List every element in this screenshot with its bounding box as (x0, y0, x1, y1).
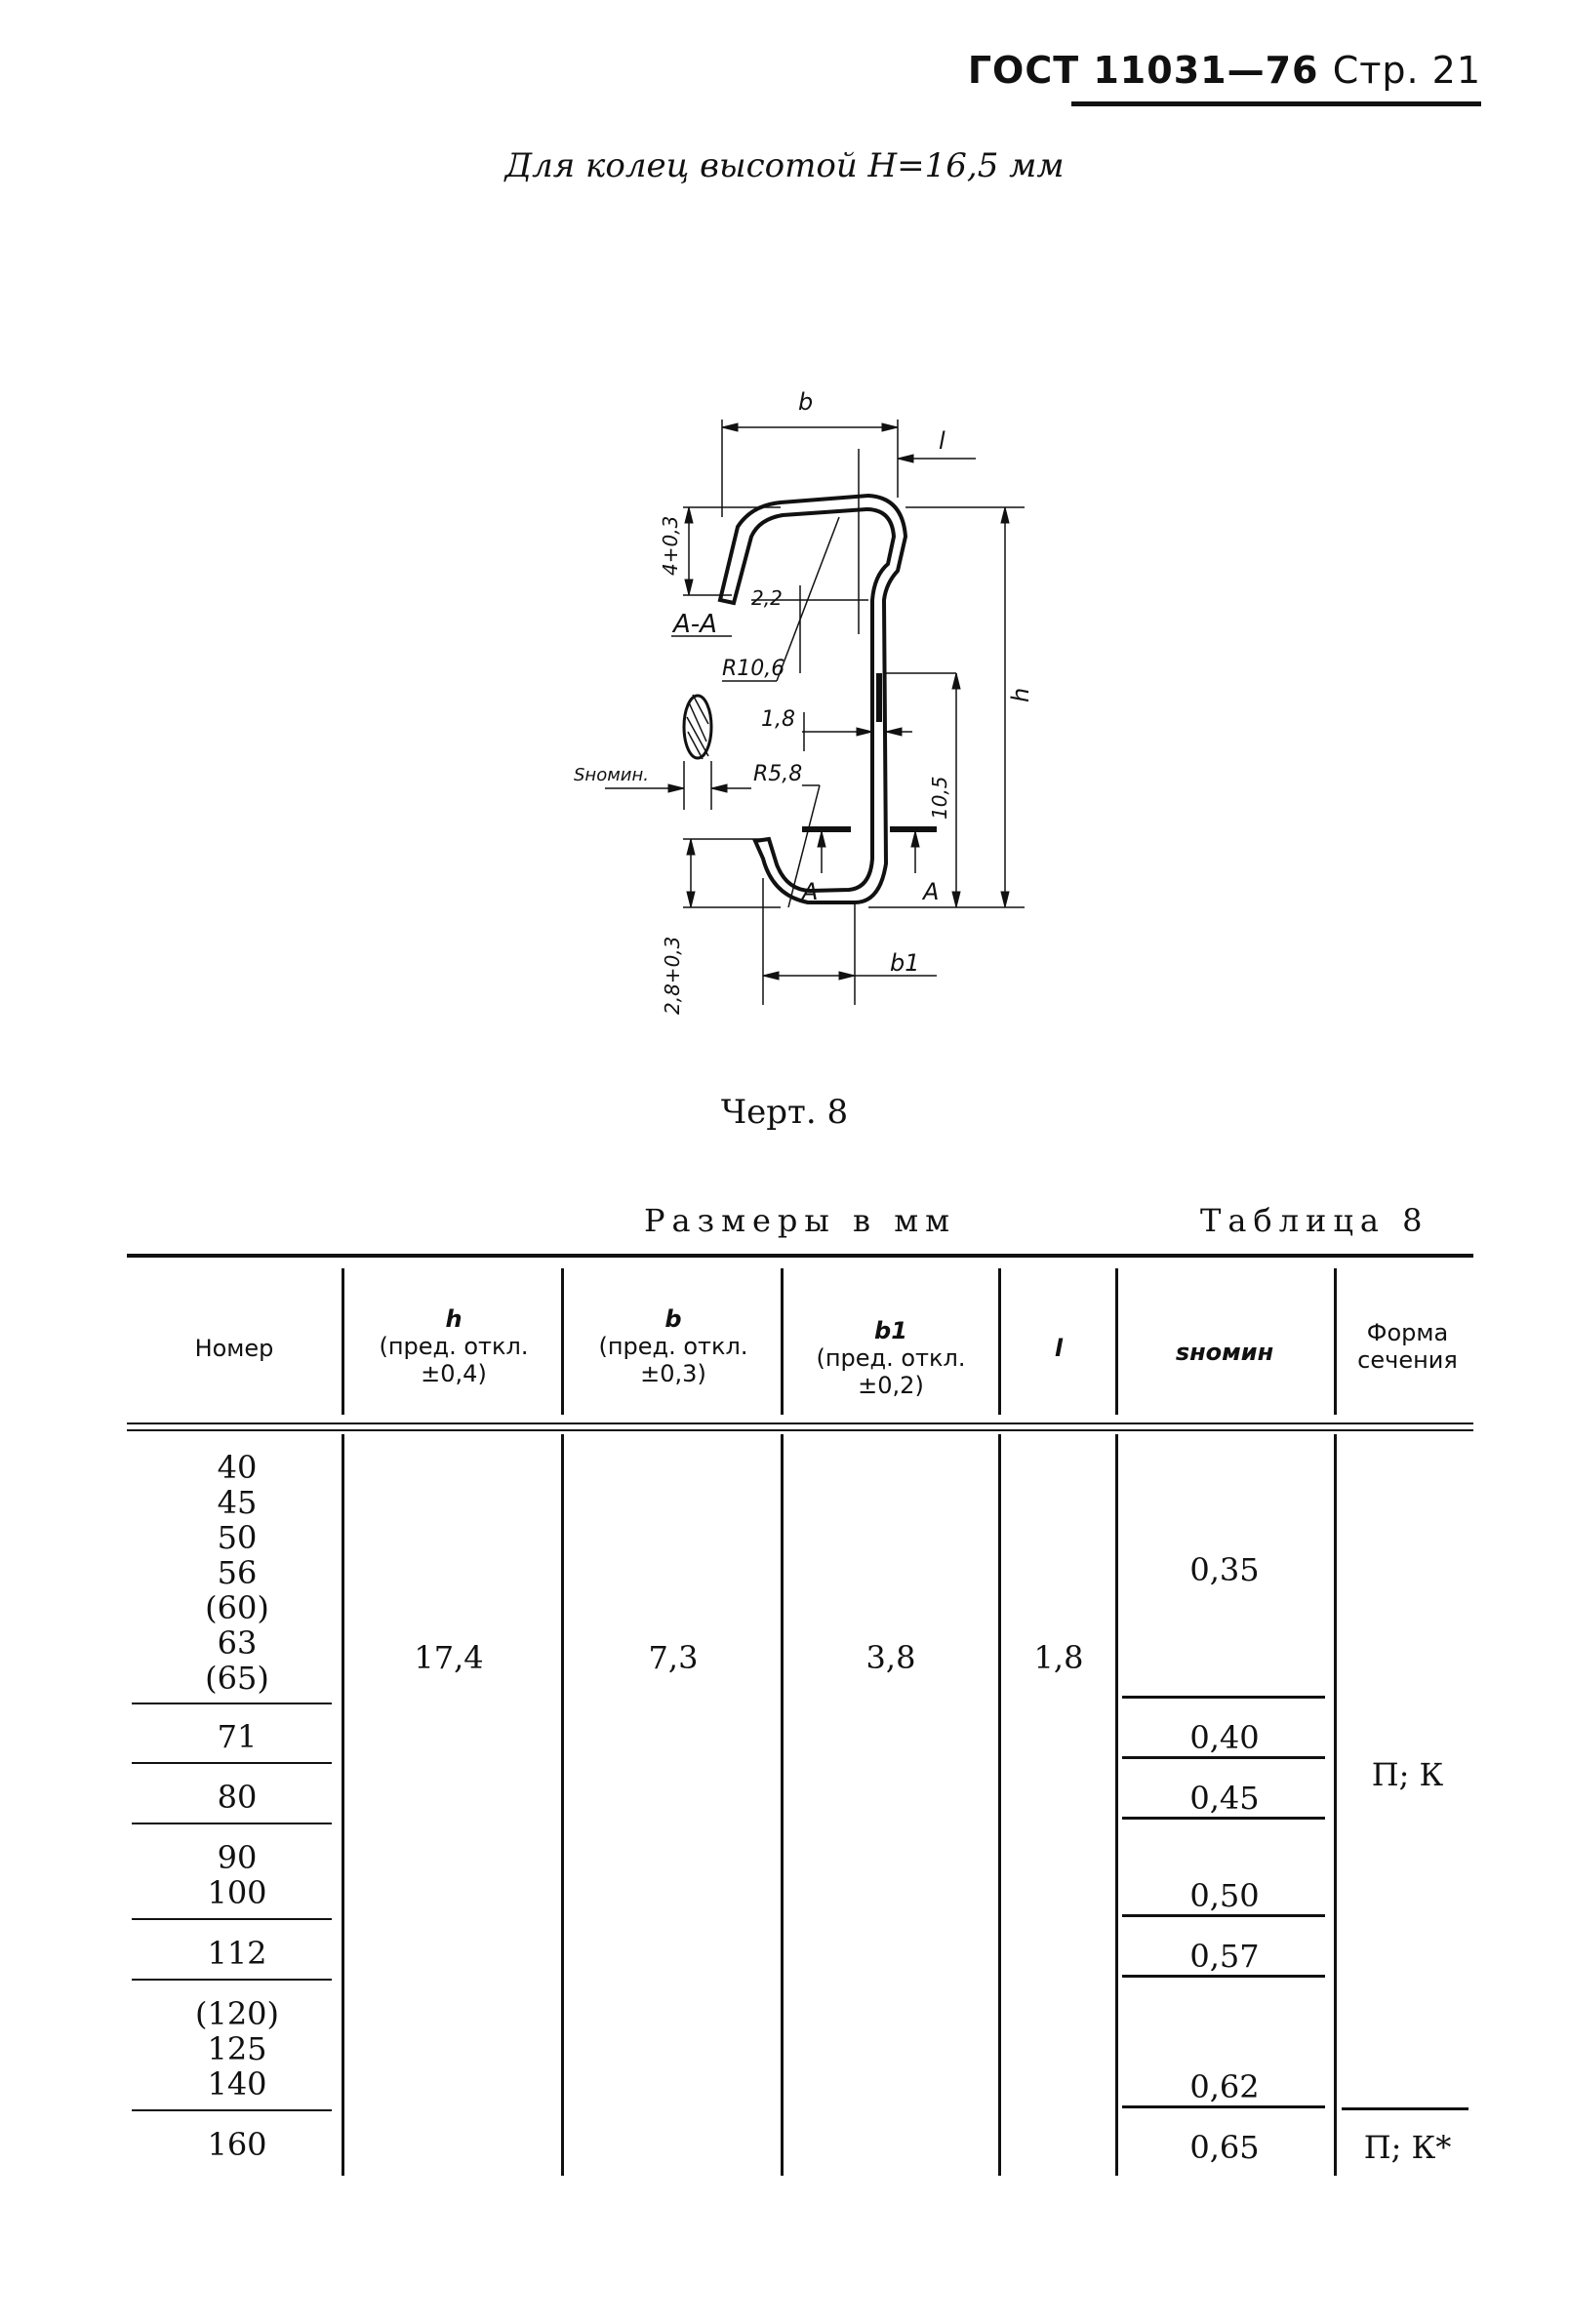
label-section-aa: A-A (671, 610, 717, 639)
number-cell: 90 (217, 1839, 258, 1876)
page-number: Стр. 21 (1332, 49, 1481, 92)
header-forma: Форма сечения (1357, 1319, 1458, 1374)
label-l: l (939, 427, 945, 455)
header-b1: b1 (пред. откл. ±0,2) (816, 1317, 966, 1399)
table-top-rule (127, 1254, 1473, 1258)
s-value-cell: 0,62 (1189, 2068, 1260, 2105)
number-cell: 45 (217, 1484, 258, 1521)
s-value-cell: 0,35 (1189, 1551, 1260, 1588)
label-r5-8: R5,8 (753, 762, 802, 786)
label-dim-10-5: 10,5 (928, 776, 951, 820)
label-b: b (798, 388, 813, 416)
number-cell: 50 (217, 1519, 258, 1556)
number-cell: 56 (217, 1554, 258, 1591)
header-h: h (пред. откл. ±0,4) (379, 1305, 529, 1387)
forma-cell: П; К* (1363, 2129, 1452, 2166)
technical-drawing: b l h b1 4+0,3 2,8+0,3 2,2 R10,6 1,8 R5,… (574, 388, 1034, 1015)
dimensions-note: Размеры в мм (644, 1202, 956, 1239)
label-r10-6: R10,6 (722, 657, 784, 681)
header-rule-1 (127, 1422, 1473, 1424)
cell-h: 17,4 (414, 1639, 484, 1676)
standard-number: ГОСТ 11031—76 (967, 49, 1319, 92)
s-value-cell: 0,45 (1189, 1780, 1260, 1817)
s-value-cell: 0,57 (1189, 1938, 1260, 1975)
number-cell: 125 (207, 2030, 267, 2067)
number-cell: 63 (217, 1624, 258, 1662)
label-dim-2-2: 2,2 (751, 586, 783, 610)
s-value-cell: 0,65 (1189, 2129, 1260, 2166)
number-cell: 71 (217, 1718, 258, 1755)
figure-caption: Черт. 8 (720, 1093, 849, 1132)
page-header: ГОСТ 11031—76 Стр. 21 (968, 49, 1481, 92)
header-nomer: Номер (194, 1335, 274, 1362)
number-cell: 80 (217, 1779, 258, 1816)
s-value-cell: 0,50 (1189, 1877, 1260, 1914)
forma-cell: П; К (1371, 1756, 1444, 1793)
ring-profile (717, 493, 908, 904)
s-value-cell: 0,40 (1189, 1719, 1260, 1756)
label-b1: b1 (890, 949, 920, 977)
number-cell: 112 (207, 1935, 267, 1972)
header-b: b (пред. откл. ±0,3) (598, 1305, 748, 1387)
header-l: l (1054, 1335, 1064, 1362)
number-cell: 40 (217, 1449, 258, 1486)
table-title: Таблица 8 (1200, 1202, 1429, 1239)
header-s-nom: sномин (1175, 1339, 1274, 1366)
number-cell: 140 (207, 2065, 267, 2103)
label-s-nom: Sномин. (574, 765, 649, 785)
label-tol-top: 4+0,3 (659, 516, 682, 576)
header-rule (1071, 101, 1481, 106)
number-cell: (120) (194, 1995, 280, 2032)
number-cell: 100 (207, 1874, 267, 1911)
label-h: h (1007, 688, 1034, 702)
number-cell: 160 (207, 2126, 267, 2163)
label-a-right: A (921, 878, 939, 905)
label-a-left: A (800, 878, 818, 905)
cell-l: 1,8 (1033, 1639, 1084, 1676)
label-tol-bottom: 2,8+0,3 (661, 937, 684, 1015)
cell-b1: 3,8 (865, 1639, 916, 1676)
subtitle: Для колец высотой H=16,5 мм (504, 146, 1065, 185)
header-rule-2 (127, 1429, 1473, 1431)
number-cell: (60) (205, 1589, 269, 1626)
label-dim-1-8: 1,8 (761, 707, 795, 732)
cell-b: 7,3 (648, 1639, 699, 1676)
number-cell: (65) (205, 1660, 269, 1697)
